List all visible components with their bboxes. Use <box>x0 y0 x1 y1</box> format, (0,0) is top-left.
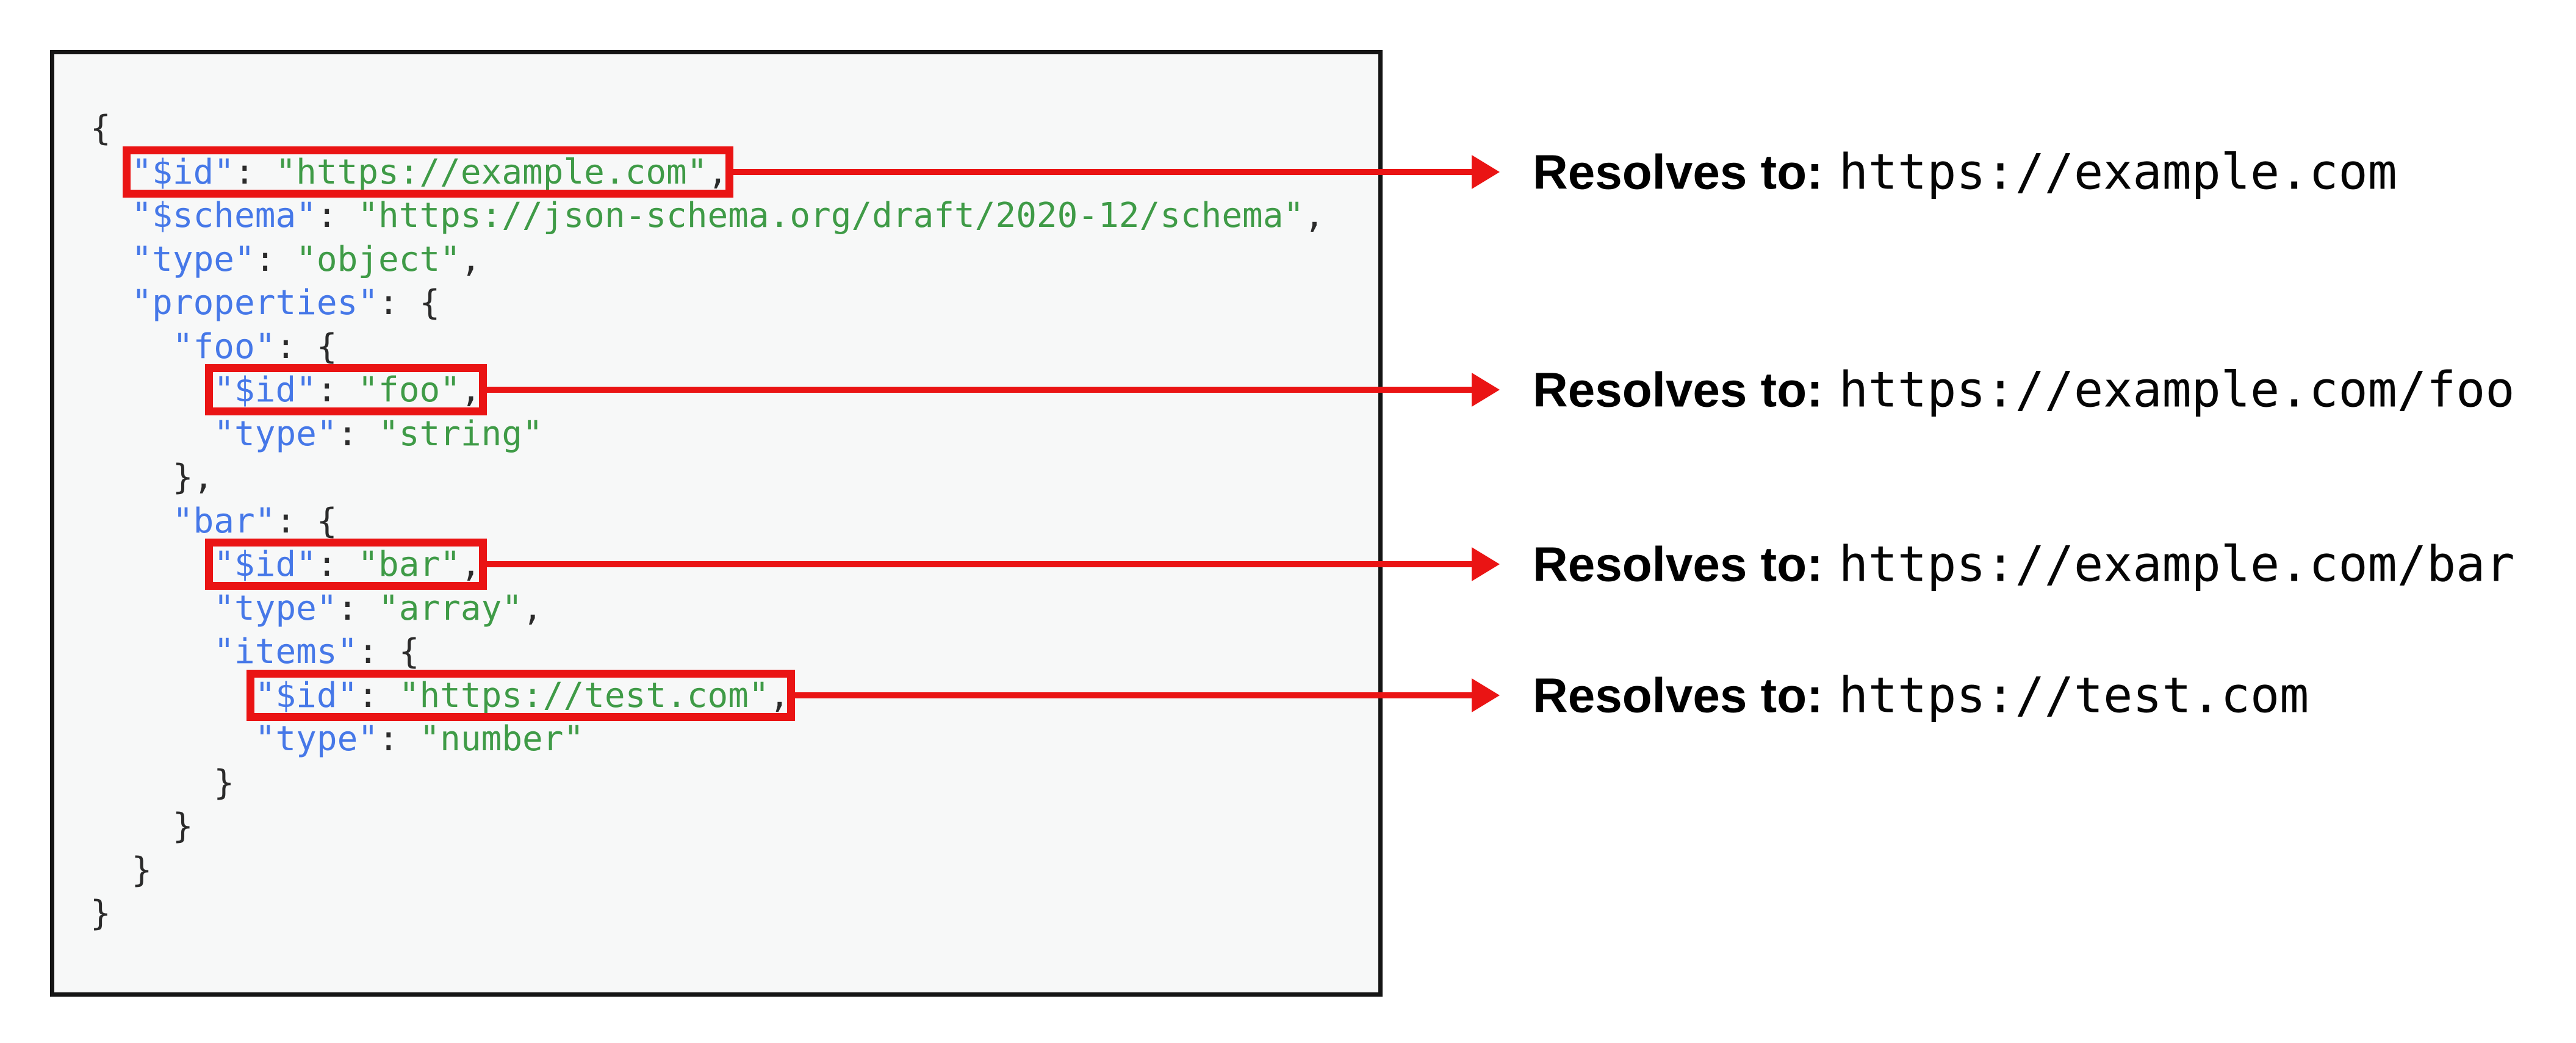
code-line: "type": "string" <box>90 412 1325 456</box>
json-punct: : <box>378 719 420 759</box>
json-key: "type" <box>214 414 337 454</box>
resolves-annotation: Resolves to: https://example.com/foo <box>1533 362 2514 418</box>
resolves-annotation: Resolves to: https://test.com <box>1533 667 2309 723</box>
code-line: "items": { <box>90 630 1325 674</box>
json-key: "type" <box>214 588 337 628</box>
resolves-annotation: Resolves to: https://example.com/bar <box>1533 536 2514 593</box>
json-schema-code-panel: { "$id": "https://example.com", "$schema… <box>50 50 1383 997</box>
resolves-label: Resolves to: <box>1533 145 1823 199</box>
arrow-line <box>733 168 1475 175</box>
id-highlight-box: "$id": "foo", <box>214 370 481 410</box>
json-punct: : <box>337 414 379 454</box>
json-punct: { <box>90 109 111 148</box>
code-line: } <box>90 892 1325 936</box>
json-punct: } <box>90 894 111 933</box>
code-line: "type": "object", <box>90 238 1325 282</box>
code-line: "properties": { <box>90 281 1325 325</box>
json-key: "$id" <box>254 675 358 715</box>
json-punct: : { <box>275 326 337 367</box>
code-line: "$id": "bar", <box>90 543 1325 587</box>
json-string: "bar" <box>358 545 461 584</box>
code-line: { <box>90 107 1325 151</box>
json-string: "array" <box>378 588 523 628</box>
json-punct: } <box>214 762 235 803</box>
json-punct: }, <box>172 457 214 497</box>
json-string: "https://json-schema.org/draft/2020-12/s… <box>358 196 1304 235</box>
json-string: "object" <box>296 239 461 279</box>
json-key: "$id" <box>214 370 317 410</box>
resolves-annotation: Resolves to: https://example.com <box>1533 143 2397 200</box>
json-punct: : <box>358 675 399 715</box>
json-string: "string" <box>378 414 543 454</box>
id-highlight-box: "$id": "https://test.com", <box>255 676 790 715</box>
id-highlight-box: "$id": "https://example.com", <box>131 152 728 192</box>
json-key: "type" <box>131 239 255 279</box>
json-key: "$id" <box>131 152 235 192</box>
code-line: "$id": "foo", <box>90 368 1325 412</box>
resolves-label: Resolves to: <box>1533 362 1823 417</box>
arrow-right-icon <box>1472 547 1500 581</box>
arrow-line <box>795 692 1475 698</box>
resolves-label: Resolves to: <box>1533 537 1823 592</box>
code-line: "type": "array", <box>90 587 1325 631</box>
json-punct: : { <box>275 501 337 541</box>
resolved-uri: https://example.com/bar <box>1838 536 2515 593</box>
json-punct: , <box>1304 196 1325 235</box>
json-punct: , <box>522 588 543 628</box>
json-punct: } <box>172 806 193 846</box>
json-punct: } <box>131 850 153 890</box>
code-line: "type": "number" <box>90 717 1325 761</box>
json-string: "number" <box>419 719 585 759</box>
json-string: "https://example.com" <box>275 152 708 192</box>
code-block: { "$id": "https://example.com", "$schema… <box>90 107 1325 936</box>
json-punct: , <box>460 545 481 584</box>
json-punct: : <box>337 588 379 628</box>
json-key: "$schema" <box>131 196 317 235</box>
json-key: "bar" <box>172 501 276 541</box>
arrow-line <box>486 387 1475 393</box>
json-punct: , <box>460 239 481 279</box>
code-line: "$schema": "https://json-schema.org/draf… <box>90 194 1325 238</box>
json-punct: : { <box>378 283 441 323</box>
arrow-right-icon <box>1472 373 1500 407</box>
code-line: "$id": "https://example.com", <box>90 151 1325 195</box>
json-punct: : <box>316 545 358 584</box>
resolved-uri: https://example.com <box>1838 143 2397 200</box>
json-punct: : <box>316 370 358 410</box>
json-punct: : { <box>358 632 420 672</box>
code-line: } <box>90 805 1325 848</box>
arrow-line <box>486 561 1475 567</box>
arrow-right-icon <box>1472 154 1500 189</box>
code-line: "foo": { <box>90 325 1325 369</box>
json-key: "type" <box>254 719 379 759</box>
code-line: }, <box>90 456 1325 500</box>
json-punct: : <box>234 152 276 192</box>
json-key: "properties" <box>131 283 379 323</box>
code-line: } <box>90 761 1325 805</box>
json-string: "foo" <box>358 370 461 410</box>
json-key: "foo" <box>172 326 276 367</box>
arrow-right-icon <box>1472 678 1500 712</box>
id-highlight-box: "$id": "bar", <box>214 545 481 584</box>
json-punct: , <box>769 675 790 715</box>
json-key: "items" <box>214 632 358 672</box>
resolved-uri: https://example.com/foo <box>1838 361 2515 418</box>
json-key: "$id" <box>214 545 317 584</box>
json-punct: , <box>460 370 481 410</box>
code-line: } <box>90 848 1325 892</box>
resolved-uri: https://test.com <box>1838 667 2309 723</box>
json-punct: , <box>707 152 729 192</box>
resolves-label: Resolves to: <box>1533 668 1823 722</box>
json-string: "https://test.com" <box>398 675 769 715</box>
code-line: "bar": { <box>90 500 1325 543</box>
json-punct: : <box>254 239 297 279</box>
json-punct: : <box>316 196 358 235</box>
code-line: "$id": "https://test.com", <box>90 674 1325 718</box>
